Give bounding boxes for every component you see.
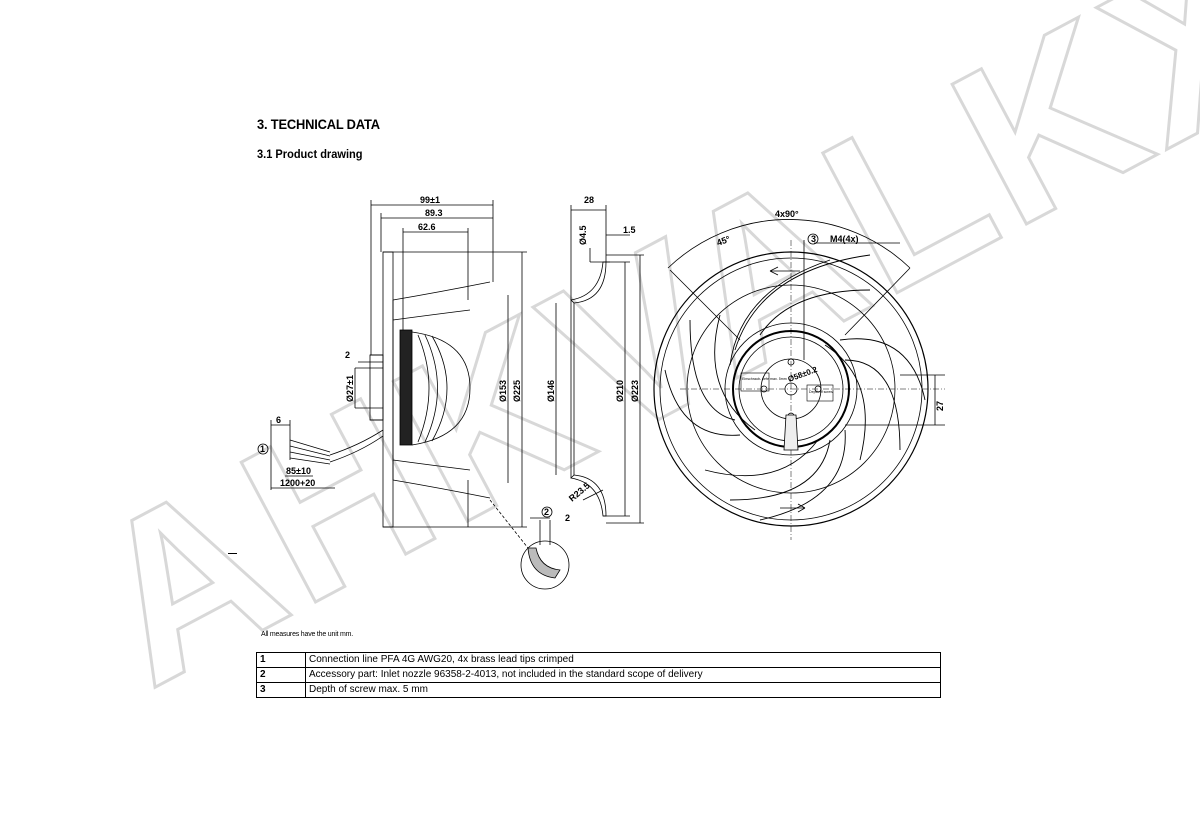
dim-27-front: 27 <box>935 401 945 411</box>
note-text: Connection line PFA 4G AWG20, 4x brass l… <box>305 652 941 668</box>
callout-3: 3 <box>811 234 816 244</box>
margin-mark <box>228 553 237 554</box>
dim-85: 85±10 <box>286 466 311 476</box>
dim-2-detail: 2 <box>565 513 570 523</box>
dim-223: Ø223 <box>630 380 640 402</box>
subsection-title: 3.1 Product drawing <box>257 147 363 161</box>
dim-2-left: 2 <box>345 350 350 360</box>
notes-table: 1 Connection line PFA 4G AWG20, 4x brass… <box>256 652 941 698</box>
note-number: 1 <box>256 652 306 668</box>
dim-r23: R23.5 <box>567 480 592 503</box>
dim-62: 62.6 <box>418 222 436 232</box>
nozzle-view <box>555 205 644 524</box>
angle-45: 45° <box>715 234 732 248</box>
note-number: 2 <box>256 667 306 683</box>
dim-1-5: 1.5 <box>623 225 636 235</box>
dim-4-5: Ø4.5 <box>578 225 588 245</box>
dim-146: Ø146 <box>546 380 556 402</box>
callout-1: 1 <box>260 444 265 454</box>
dim-99: 99±1 <box>420 195 440 205</box>
note-text: Accessory part: Inlet nozzle 96358-2-401… <box>305 667 941 683</box>
section-title: 3. TECHNICAL DATA <box>257 116 380 132</box>
screw-depth-label-de: Einschraub- tiefe max. 5mm <box>742 377 787 381</box>
dim-58: Ø58±0.2 <box>787 365 819 384</box>
dim-m4: M4(4x) <box>830 234 859 244</box>
dim-225: Ø225 <box>512 380 522 402</box>
dim-89: 89.3 <box>425 208 443 218</box>
angle-4x90: 4x90° <box>775 209 799 219</box>
table-row: 2 Accessory part: Inlet nozzle 96358-2-4… <box>256 667 941 683</box>
screw-depth-label-en: Depth of screw <box>809 390 833 394</box>
note-text: Depth of screw max. 5 mm <box>305 682 941 698</box>
front-view <box>653 219 945 540</box>
table-row: 1 Connection line PFA 4G AWG20, 4x brass… <box>256 652 941 668</box>
table-row: 3 Depth of screw max. 5 mm <box>256 682 941 698</box>
dim-6: 6 <box>276 415 281 425</box>
dim-28: 28 <box>584 195 594 205</box>
callout-2: 2 <box>544 507 549 517</box>
note-number: 3 <box>256 682 306 698</box>
dim-27: Ø27±1 <box>345 375 355 402</box>
side-view <box>270 200 570 590</box>
dim-153: Ø153 <box>498 380 508 402</box>
dim-210: Ø210 <box>615 380 625 402</box>
dim-1200: 1200+20 <box>280 478 315 488</box>
units-note: All measures have the unit mm. <box>261 631 354 638</box>
